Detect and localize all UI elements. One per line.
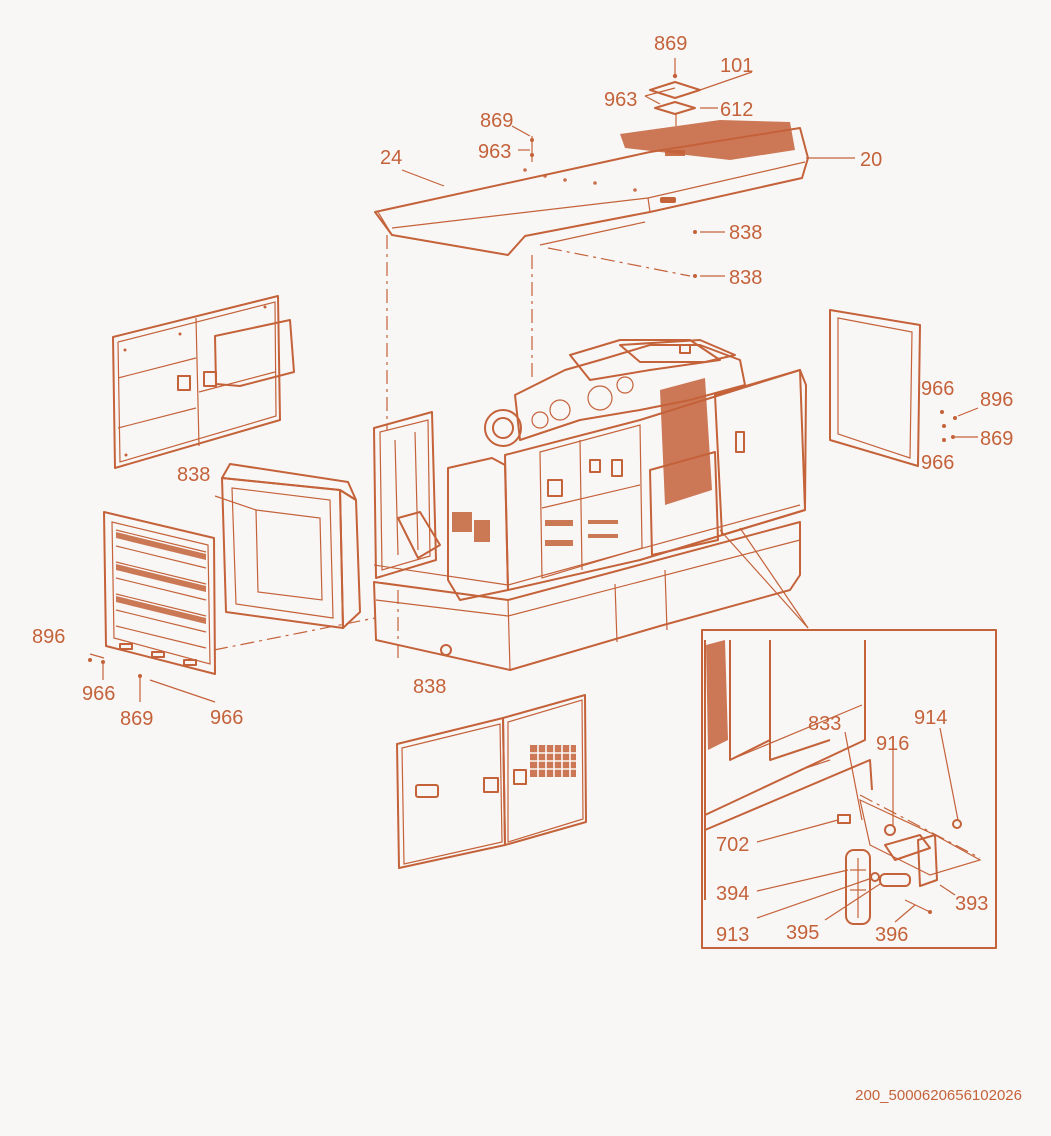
left-side-door-panel <box>112 295 295 469</box>
document-id: 200_5000620656102026 <box>855 1087 1022 1104</box>
callout-838-b: 838 <box>729 267 762 289</box>
callout-869-roof: 869 <box>480 110 513 132</box>
callout-896-right: 896 <box>980 389 1013 411</box>
callout-913: 913 <box>716 924 749 946</box>
callout-916: 916 <box>876 733 909 755</box>
callout-869-top: 869 <box>654 33 687 55</box>
callout-394: 394 <box>716 883 749 905</box>
callout-914: 914 <box>914 707 947 729</box>
front-access-doors <box>396 694 587 869</box>
generator-alternator <box>447 409 522 601</box>
roof-panel <box>374 120 809 256</box>
callout-869-left: 869 <box>120 708 153 730</box>
callout-838-left: 838 <box>177 464 210 486</box>
roof-vent-cover-assembly <box>511 58 753 162</box>
callout-833: 833 <box>808 713 841 735</box>
engine-block <box>514 339 746 505</box>
sensor-bracket <box>870 819 962 887</box>
roof-vent-grille <box>620 120 795 160</box>
callout-966-right-2: 966 <box>921 452 954 474</box>
detail-view-box <box>701 629 997 949</box>
callout-966-left-1: 966 <box>82 683 115 705</box>
callout-396: 396 <box>875 924 908 946</box>
callout-963-top: 963 <box>604 89 637 111</box>
callout-612: 612 <box>720 99 753 121</box>
callout-393: 393 <box>955 893 988 915</box>
callout-395: 395 <box>786 922 819 944</box>
callout-702: 702 <box>716 834 749 856</box>
callout-966-left-2: 966 <box>210 707 243 729</box>
callout-20: 20 <box>860 149 882 171</box>
callout-838-a: 838 <box>729 222 762 244</box>
callout-966-right-1: 966 <box>921 378 954 400</box>
enclosure-right-side-wall <box>504 369 807 591</box>
genset-base-frame <box>373 504 801 671</box>
air-duct-frame <box>214 463 361 629</box>
callout-24: 24 <box>380 147 402 169</box>
left-louver-panel <box>103 511 216 675</box>
callout-896-left: 896 <box>32 626 65 648</box>
enclosure-left-end-wall <box>373 411 441 579</box>
right-side-panel <box>829 309 921 467</box>
level-sensor-probe <box>845 849 871 925</box>
callout-963-roof: 963 <box>478 141 511 163</box>
callout-101: 101 <box>720 55 753 77</box>
callout-869-right: 869 <box>980 428 1013 450</box>
callout-838-bottom: 838 <box>413 676 446 698</box>
